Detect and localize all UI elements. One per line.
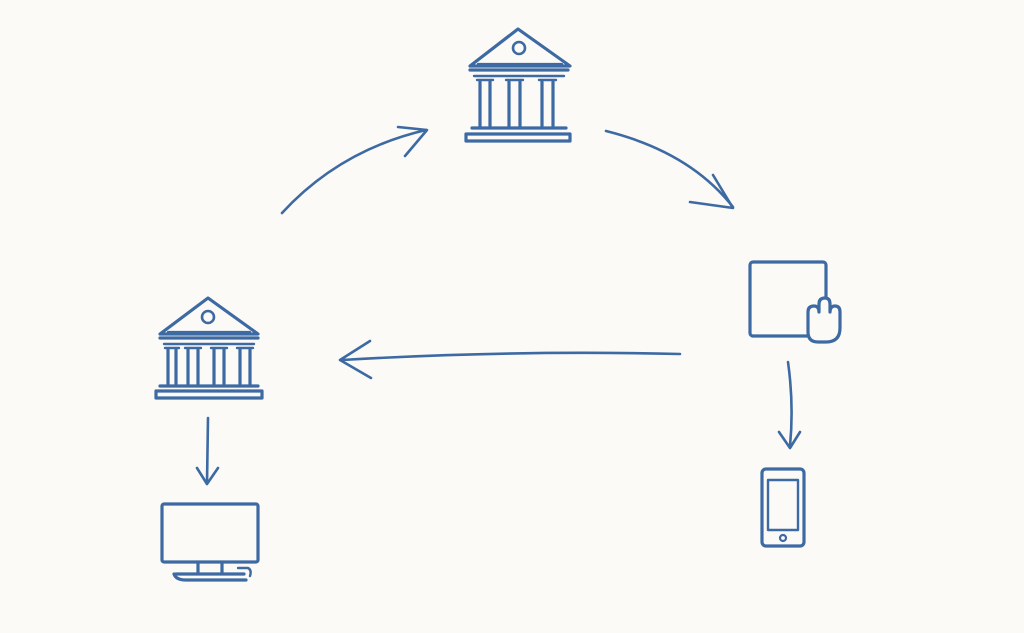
- arrow-tablet-to-left-bank: [338, 339, 682, 380]
- arrow-tablet-to-phone: [777, 360, 802, 450]
- desktop-monitor-icon: [160, 502, 260, 582]
- arrow-left-bank-to-desktop: [195, 416, 220, 486]
- tablet-touch-icon: [748, 260, 842, 344]
- smartphone-icon: [760, 467, 806, 548]
- bank-left-icon: [154, 296, 264, 400]
- arrow-left-bank-to-top-bank: [280, 125, 429, 215]
- arrow-top-bank-to-tablet: [604, 129, 735, 210]
- bank-top-icon: [464, 27, 572, 143]
